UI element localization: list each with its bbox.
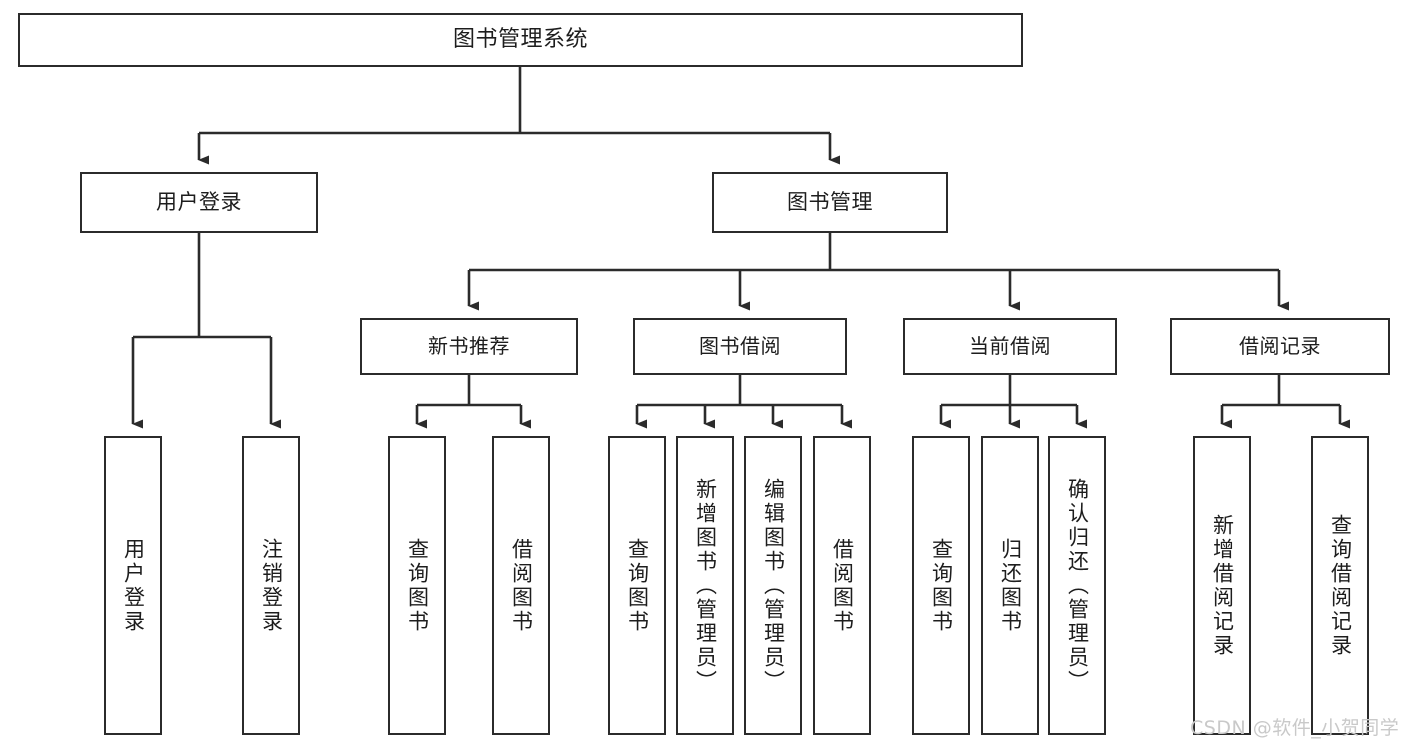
node-label: 借阅图书	[830, 537, 855, 634]
node-label: 新书推荐	[428, 333, 510, 358]
node-label: 归还图书	[998, 537, 1023, 634]
node-label: 借阅图书	[509, 537, 534, 634]
leaf-user-login[interactable]: 用户登录	[104, 436, 162, 735]
node-label: 用户登录	[121, 537, 146, 634]
node-root-book-management-system[interactable]: 图书管理系统	[18, 13, 1023, 67]
node-label: 图书借阅	[699, 333, 781, 358]
node-book-management[interactable]: 图书管理	[712, 172, 948, 233]
leaf-edit-book-admin[interactable]: 编辑图书（管理员）	[744, 436, 802, 735]
node-label: 新增借阅记录	[1210, 513, 1235, 658]
node-borrow-record[interactable]: 借阅记录	[1170, 318, 1390, 375]
node-label: 当前借阅	[969, 333, 1051, 358]
leaf-user-logout[interactable]: 注销登录	[242, 436, 300, 735]
leaf-query-book-borrow[interactable]: 查询图书	[608, 436, 666, 735]
node-current-borrow[interactable]: 当前借阅	[903, 318, 1117, 375]
node-label: 确认归还（管理员）	[1065, 477, 1090, 694]
node-label: 用户登录	[156, 190, 242, 215]
leaf-add-borrow-record[interactable]: 新增借阅记录	[1193, 436, 1251, 735]
node-label: 新增图书（管理员）	[693, 477, 718, 694]
node-label: 查询图书	[405, 537, 430, 634]
leaf-query-borrow-record[interactable]: 查询借阅记录	[1311, 436, 1369, 735]
node-new-book-recommend[interactable]: 新书推荐	[360, 318, 578, 375]
leaf-borrow-book-recommend[interactable]: 借阅图书	[492, 436, 550, 735]
leaf-add-book-admin[interactable]: 新增图书（管理员）	[676, 436, 734, 735]
csdn-watermark: CSDN @软件_小贺同学	[1190, 717, 1400, 739]
node-book-borrow[interactable]: 图书借阅	[633, 318, 847, 375]
node-label: 借阅记录	[1239, 333, 1321, 358]
leaf-query-book-current[interactable]: 查询图书	[912, 436, 970, 735]
node-label: 编辑图书（管理员）	[761, 477, 786, 694]
node-label: 查询图书	[625, 537, 650, 634]
node-user-login[interactable]: 用户登录	[80, 172, 318, 233]
node-label: 图书管理	[787, 190, 873, 215]
leaf-return-book[interactable]: 归还图书	[981, 436, 1039, 735]
leaf-borrow-book[interactable]: 借阅图书	[813, 436, 871, 735]
node-label: 查询图书	[929, 537, 954, 634]
node-label: 查询借阅记录	[1328, 513, 1353, 658]
leaf-confirm-return-admin[interactable]: 确认归还（管理员）	[1048, 436, 1106, 735]
node-label: 图书管理系统	[452, 27, 588, 53]
node-label: 注销登录	[259, 537, 284, 634]
leaf-query-book-recommend[interactable]: 查询图书	[388, 436, 446, 735]
